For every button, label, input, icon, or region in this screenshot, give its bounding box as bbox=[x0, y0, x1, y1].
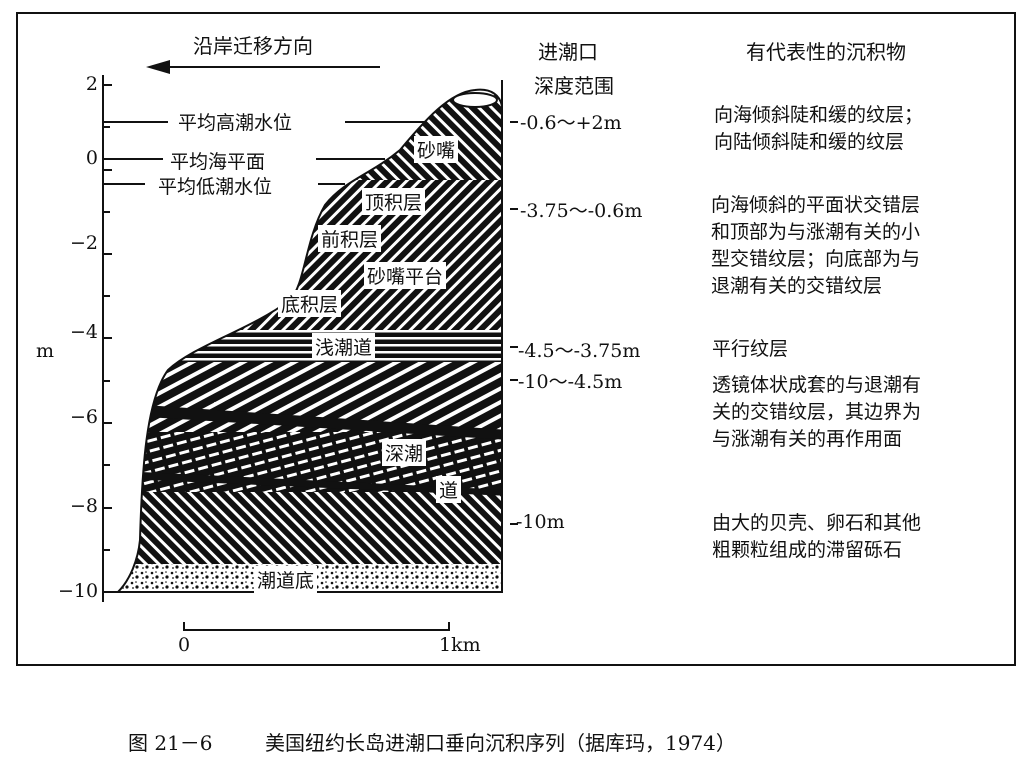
figure-number: 图 21－6 bbox=[128, 731, 213, 755]
facies-shallow-channel: 浅潮道 bbox=[312, 333, 376, 360]
facies-spit: 砂嘴 bbox=[414, 136, 459, 163]
y-tick-label: −6 bbox=[69, 406, 98, 428]
y-tick-label: 2 bbox=[85, 73, 98, 95]
facies-deep-channel-2: 道 bbox=[436, 476, 462, 503]
depth-range-row-5: -10m bbox=[516, 511, 565, 533]
y-tick-label: 0 bbox=[85, 147, 98, 169]
depth-header-line2: 深度范围 bbox=[534, 74, 614, 98]
scale-end-label: 1km bbox=[439, 634, 481, 656]
scale-start-label: 0 bbox=[178, 634, 191, 656]
facies-bottomset: 底积层 bbox=[278, 290, 342, 317]
depth-header-line1: 进潮口 bbox=[538, 40, 598, 64]
facies-topset: 顶积层 bbox=[362, 188, 426, 215]
y-tick-label: −10 bbox=[58, 580, 99, 602]
depth-range-row-1: -0.6～+2m bbox=[520, 112, 622, 134]
mean-low-tide-label: 平均低潮水位 bbox=[158, 176, 273, 198]
deposit-row-2: 向海倾斜的平面状交错层 和顶部为与涨潮有关的小 型交错纹层；向底部为与 退潮有关… bbox=[711, 194, 921, 297]
figure-frame bbox=[16, 12, 1016, 666]
depth-range-row-3: -4.5～-3.75m bbox=[518, 340, 641, 362]
depth-range-row-2: -3.75～-0.6m bbox=[520, 200, 643, 222]
deposit-row-3: 平行纹层 bbox=[712, 338, 789, 360]
depth-range-row-4: -10～-4.5m bbox=[518, 371, 623, 393]
facies-foreset: 前积层 bbox=[318, 225, 382, 252]
deposit-row-4: 透镜体状成套的与退潮有 关的交错纹层，其边界为 与涨潮有关的再作用面 bbox=[712, 374, 922, 450]
y-tick-label: −2 bbox=[69, 232, 98, 254]
deposit-row-1: 向海倾斜陡和缓的纹层； 向陆倾斜陡和缓的纹层 bbox=[714, 104, 924, 153]
figure-caption: 美国纽约长岛进潮口垂向沉积序列（据库玛，1974） bbox=[265, 731, 736, 755]
y-tick-label: −4 bbox=[69, 321, 98, 343]
y-axis-unit: m bbox=[36, 340, 55, 362]
deposits-header: 有代表性的沉积物 bbox=[746, 40, 906, 64]
migration-direction-label: 沿岸迁移方向 bbox=[193, 34, 313, 58]
facies-channel-floor: 潮道底 bbox=[254, 566, 318, 593]
mean-high-tide-label: 平均高潮水位 bbox=[178, 112, 293, 134]
deposit-row-5: 由大的贝壳、卵石和其他 粗颗粒组成的滞留砾石 bbox=[712, 512, 922, 561]
mean-sea-level-label: 平均海平面 bbox=[170, 151, 266, 173]
left-arrow-icon bbox=[146, 60, 170, 74]
facies-spit-platform: 砂嘴平台 bbox=[364, 262, 447, 289]
scale-bar bbox=[183, 622, 450, 631]
y-tick-label: −8 bbox=[69, 495, 98, 517]
facies-deep-channel-1: 深潮 bbox=[382, 439, 427, 466]
